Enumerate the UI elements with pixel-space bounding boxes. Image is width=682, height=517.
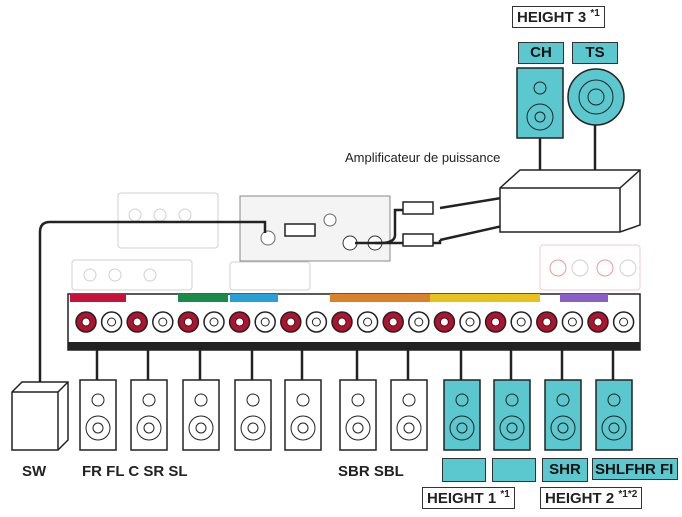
binding-post-negative	[100, 311, 123, 333]
tag-ts: TS	[572, 42, 618, 64]
binding-post-positive	[382, 311, 404, 333]
binding-post-negative	[459, 311, 481, 333]
tag-ch: CH	[518, 42, 564, 64]
tag-height1-right	[492, 458, 536, 482]
binding-post-positive	[177, 311, 200, 333]
height2-note: *1*2	[618, 489, 638, 500]
tag-shr: SHR	[542, 458, 588, 482]
binding-post-negative	[203, 311, 225, 333]
speaker-ts	[567, 68, 625, 126]
speaker-terminal-strip	[67, 293, 641, 351]
power-amp-label: Amplificateur de puissance	[345, 150, 500, 165]
binding-post-positive	[126, 311, 148, 333]
label-sw: SW	[22, 463, 47, 480]
subwoofer	[11, 381, 69, 451]
height-speaker	[544, 379, 582, 451]
floor-speaker	[130, 379, 168, 451]
binding-post-positive	[331, 311, 353, 333]
binding-post-negative	[305, 311, 328, 333]
label-front-group: FR FL C SR SL	[82, 463, 188, 480]
rca-plugs	[284, 201, 434, 247]
binding-post-positive	[280, 311, 302, 333]
height2-label: HEIGHT 2 *1*2	[540, 487, 643, 509]
height2-text: HEIGHT 2	[545, 490, 615, 507]
binding-post-positive	[433, 311, 456, 333]
height-speaker	[493, 379, 531, 451]
binding-post-negative	[408, 311, 430, 333]
floor-speaker	[182, 379, 220, 451]
binding-post-positive	[536, 311, 558, 333]
height-speaker	[595, 379, 633, 451]
height3-note: *1	[590, 8, 600, 19]
height3-text: HEIGHT 3	[517, 9, 587, 26]
floor-speaker	[79, 379, 117, 451]
height1-note: *1	[500, 489, 510, 500]
power-amplifier	[499, 169, 641, 233]
receiver-rear-panel	[71, 192, 641, 291]
binding-post-positive	[75, 311, 97, 333]
height1-label: HEIGHT 1 *1	[422, 487, 515, 509]
binding-post-negative	[612, 311, 635, 333]
binding-post-positive	[484, 311, 507, 333]
floor-speaker	[339, 379, 377, 451]
height3-label: HEIGHT 3 *1	[512, 6, 605, 28]
height1-text: HEIGHT 1	[427, 490, 497, 507]
floor-speaker	[390, 379, 428, 451]
binding-post-negative	[254, 311, 276, 333]
tag-height1-left	[442, 458, 486, 482]
binding-post-negative	[152, 311, 174, 333]
binding-post-negative	[356, 311, 379, 333]
floor-speaker	[284, 379, 322, 451]
floor-speaker	[234, 379, 272, 451]
binding-post-positive	[228, 311, 251, 333]
tag-shl-fhr: SHLFHR FI	[592, 458, 678, 480]
speaker-ch	[516, 67, 564, 139]
label-back-group: SBR SBL	[338, 463, 404, 480]
binding-post-positive	[587, 311, 609, 333]
binding-post-negative	[561, 311, 584, 333]
height-speaker	[443, 379, 481, 451]
binding-post-negative	[510, 311, 532, 333]
